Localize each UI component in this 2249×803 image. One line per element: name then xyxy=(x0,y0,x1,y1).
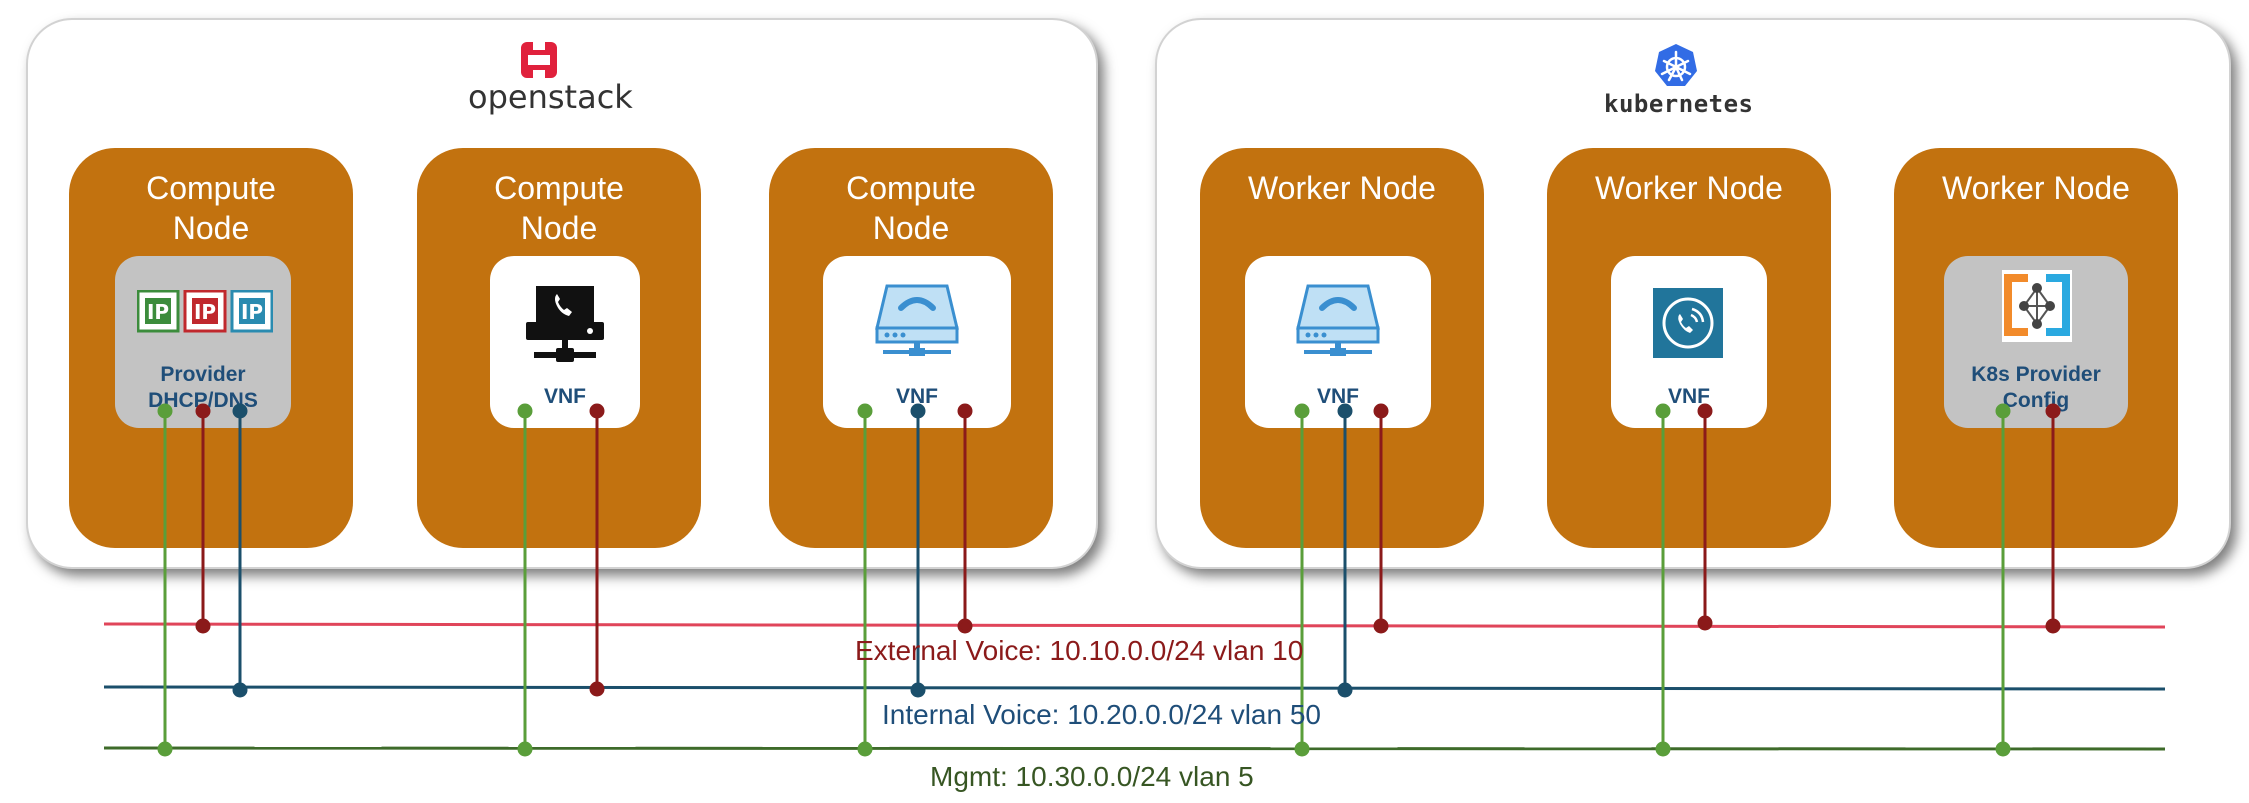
worker-node-2: Worker Node VNF xyxy=(1547,148,1831,548)
card-label: VNF xyxy=(544,385,586,408)
svg-text:IP: IP xyxy=(194,300,216,324)
phone-server-icon xyxy=(526,286,604,362)
compute-node-2: Compute Node VNF xyxy=(417,148,701,548)
mgmt-label: Mgmt: 10.30.0.0/24 vlan 5 xyxy=(930,761,1254,792)
compute-node-1: Compute Node IP IP IP Provider DHCP/DNS xyxy=(69,148,353,548)
svg-text:IP: IP xyxy=(147,300,169,324)
compute-node-3: Compute Node VNF xyxy=(769,148,1053,548)
kubernetes-logo-icon xyxy=(1655,44,1697,86)
network-config-icon xyxy=(2002,270,2072,342)
node-title: Worker Node xyxy=(1595,170,1783,206)
card-label: VNF xyxy=(896,385,938,408)
node-title: Compute Node xyxy=(494,170,624,246)
worker-node-3: Worker Node K8s Provider Config xyxy=(1894,148,2178,548)
card-label: K8s Provider Config xyxy=(1971,363,2101,412)
card-label: VNF xyxy=(1317,385,1359,408)
node-title: Worker Node xyxy=(1942,170,2130,206)
openstack-logo-icon xyxy=(521,42,557,78)
card-label: Provider DHCP/DNS xyxy=(148,363,258,412)
external-voice-bus xyxy=(103,622,2166,629)
kubernetes-logo-text: kubernetes xyxy=(1604,90,1754,118)
provider-dhcp-dns-card[interactable]: IP IP IP Provider DHCP/DNS xyxy=(115,256,291,428)
node-title: Compute Node xyxy=(146,170,276,246)
svg-text:IP: IP xyxy=(241,300,263,324)
internal-voice-bus xyxy=(103,685,2166,691)
vnf-card[interactable]: VNF xyxy=(1245,256,1431,428)
vnf-card[interactable]: VNF xyxy=(1611,256,1767,428)
card-label: VNF xyxy=(1668,385,1710,408)
ip-address-icons: IP IP IP xyxy=(137,290,273,333)
internal-voice-label: Internal Voice: 10.20.0.0/24 vlan 50 xyxy=(882,699,1321,730)
phone-device-icon xyxy=(1296,284,1380,356)
openstack-logo-text: openstack xyxy=(468,78,633,116)
node-title: Worker Node xyxy=(1248,170,1436,206)
worker-node-1: Worker Node VNF xyxy=(1200,148,1484,548)
k8s-provider-config-card[interactable]: K8s Provider Config xyxy=(1944,256,2128,428)
phone-device-icon xyxy=(875,284,959,356)
openstack-cluster: openstack Compute Node IP IP IP Provider… xyxy=(26,18,1098,569)
mgmt-bus xyxy=(103,746,2166,751)
kubernetes-cluster: kubernetes Worker Node VNF Worker Node xyxy=(1155,18,2231,569)
vnf-card[interactable]: VNF xyxy=(490,256,640,428)
voice-app-icon xyxy=(1653,288,1723,358)
external-voice-label: External Voice: 10.10.0.0/24 vlan 10 xyxy=(855,635,1304,666)
vnf-card[interactable]: VNF xyxy=(823,256,1011,428)
node-title: Compute Node xyxy=(846,170,976,246)
